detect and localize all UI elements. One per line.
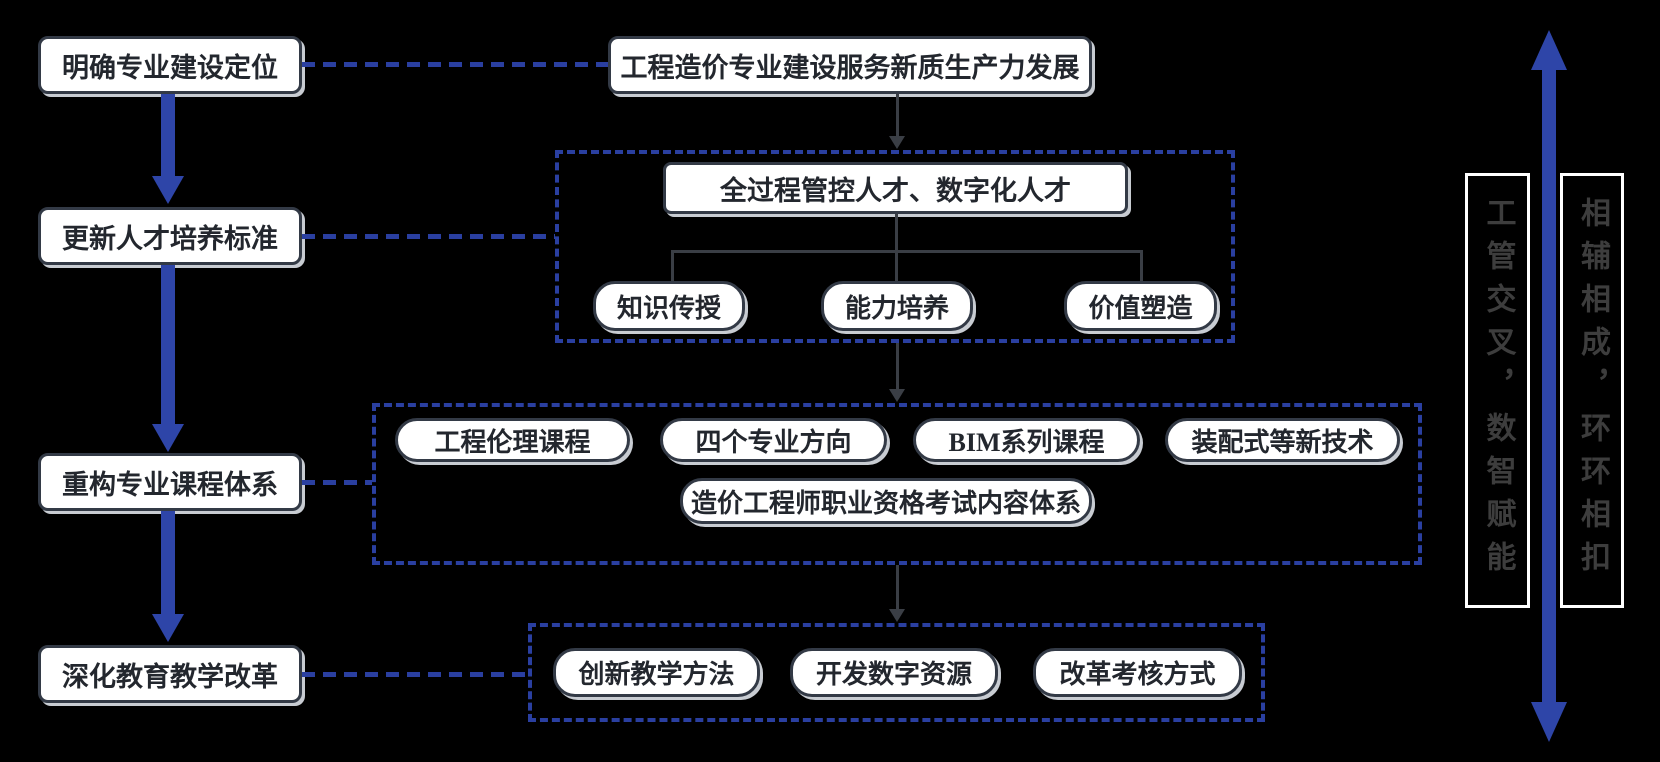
talent-child-box-values: 价值塑造 (1064, 281, 1217, 331)
course-box-ethics: 工程伦理课程 (395, 418, 630, 462)
tree-drop-line-1 (671, 250, 674, 281)
teaching-dashed-group (528, 623, 1265, 722)
arrow-head-down (152, 176, 184, 204)
side-label-right-box: 相辅相成，环环相扣 (1560, 173, 1624, 608)
arrow-head-down (889, 389, 905, 402)
arrow-shaft (895, 565, 899, 611)
talent-dashed-group (555, 150, 1235, 343)
stage-box-rebuild-curriculum: 重构专业课程体系 (38, 453, 302, 511)
stage-down-arrow-1 (152, 94, 184, 204)
arrow-head-down (889, 609, 905, 622)
teaching-box-resources: 开发数字资源 (790, 648, 998, 697)
tree-drop-line-3 (1140, 250, 1143, 281)
tree-drop-line-2 (895, 250, 898, 281)
side-arrow-head-down (1531, 702, 1567, 742)
course-dashed-group (372, 403, 1422, 565)
dash-connector-talent (302, 234, 555, 239)
flow-arrow-2 (889, 343, 905, 402)
arrow-shaft (161, 94, 175, 178)
flow-arrow-1 (889, 94, 905, 149)
dash-connector-teaching (302, 672, 528, 677)
teaching-box-methods: 创新教学方法 (553, 648, 760, 697)
talent-title-box: 全过程管控人才、数字化人才 (663, 162, 1128, 214)
arrow-shaft (161, 511, 175, 616)
side-arrow-head-up (1531, 30, 1567, 70)
stage-box-deepen-reform: 深化教育教学改革 (38, 645, 302, 703)
course-box-directions: 四个专业方向 (660, 418, 887, 462)
side-label-left-box: 工管交叉，数智赋能 (1465, 173, 1530, 608)
talent-child-box-ability: 能力培养 (821, 281, 973, 331)
talent-child-box-knowledge: 知识传授 (593, 281, 745, 331)
course-box-prefab: 装配式等新技术 (1165, 418, 1400, 462)
tree-horizontal-line (671, 250, 1143, 253)
dash-connector-courses (302, 480, 372, 485)
dash-connector-goal (302, 62, 608, 67)
stage-down-arrow-2 (152, 265, 184, 452)
course-box-bim: BIM系列课程 (913, 418, 1140, 462)
arrow-shaft (161, 265, 175, 426)
stage-down-arrow-3 (152, 511, 184, 642)
arrow-shaft (895, 343, 899, 391)
arrow-head-down (889, 136, 905, 149)
goal-box: 工程造价专业建设服务新质生产力发展 (608, 36, 1092, 94)
exam-system-box: 造价工程师职业资格考试内容体系 (680, 478, 1092, 524)
teaching-box-assessment: 改革考核方式 (1033, 648, 1242, 697)
stage-box-define-position: 明确专业建设定位 (38, 36, 302, 94)
side-double-arrow-shaft (1542, 68, 1556, 702)
arrow-head-down (152, 424, 184, 452)
arrow-shaft (895, 94, 899, 138)
flow-arrow-3 (889, 565, 905, 622)
arrow-head-down (152, 614, 184, 642)
tree-stem-line (895, 214, 898, 252)
stage-box-update-standards: 更新人才培养标准 (38, 207, 302, 265)
